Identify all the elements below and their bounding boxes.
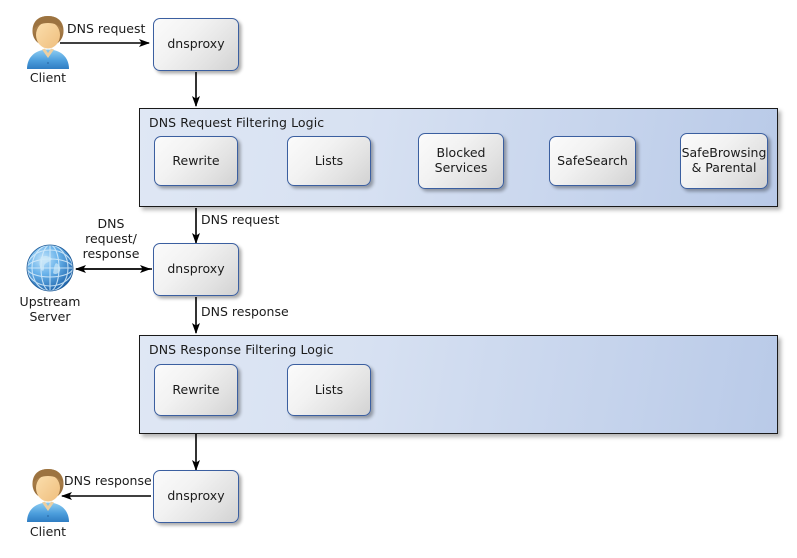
group-response-filtering-title: DNS Response Filtering Logic xyxy=(149,342,334,357)
edge-label-upstream-exchange-line1: DNS xyxy=(97,216,125,231)
node-safesearch[interactable]: SafeSearch xyxy=(549,136,636,186)
client-icon xyxy=(27,16,69,69)
node-rewrite-request[interactable]: Rewrite xyxy=(154,136,238,186)
node-dnsproxy-top-label: dnsproxy xyxy=(167,36,225,52)
node-blocked-services[interactable]: Blocked Services xyxy=(418,133,504,189)
client-top-caption: Client xyxy=(10,70,86,85)
node-dnsproxy-bottom[interactable]: dnsproxy xyxy=(153,470,239,523)
edge-label-dnsproxy-to-client: DNS response xyxy=(64,473,152,489)
node-blocked-services-label-line2: Services xyxy=(434,160,488,175)
node-safebrowsing-label-line1: SafeBrowsing xyxy=(681,145,767,161)
node-lists-request-label: Lists xyxy=(314,152,344,168)
edge-label-upstream-exchange-line2: request/ xyxy=(85,230,137,246)
node-rewrite-request-label: Rewrite xyxy=(172,152,220,168)
edge-label-dnsproxy-to-response-filtering: DNS response xyxy=(201,304,289,320)
client-bottom-caption: Client xyxy=(10,524,86,539)
edge-label-dnsproxy-to-client-text: DNS response xyxy=(64,473,152,488)
edge-label-dnsproxy-to-request-filtering-text: DNS request xyxy=(201,212,280,227)
node-safebrowsing-parental[interactable]: SafeBrowsing & Parental xyxy=(680,133,768,189)
node-blocked-services-label-line1: Blocked xyxy=(436,145,486,161)
node-lists-response[interactable]: Lists xyxy=(287,364,371,416)
node-rewrite-response-label: Rewrite xyxy=(172,381,220,397)
edge-label-client-to-dnsproxy-text: DNS request xyxy=(67,21,146,36)
edge-label-upstream-exchange-line3: response xyxy=(82,245,140,261)
edge-label-client-to-dnsproxy: DNS request xyxy=(67,21,146,37)
node-safesearch-label: SafeSearch xyxy=(557,152,628,168)
node-lists-response-label: Lists xyxy=(314,381,344,397)
node-dnsproxy-middle-label: dnsproxy xyxy=(167,261,225,277)
group-request-filtering-title: DNS Request Filtering Logic xyxy=(149,115,325,130)
edge-label-dnsproxy-to-response-filtering-text: DNS response xyxy=(201,304,289,319)
upstream-caption-line1: Upstream xyxy=(19,294,81,309)
node-lists-request[interactable]: Lists xyxy=(287,136,371,186)
node-dnsproxy-bottom-label: dnsproxy xyxy=(167,488,225,504)
edge-label-upstream-exchange: DNS request/ response xyxy=(72,216,150,261)
upstream-caption-line2: Server xyxy=(29,309,71,324)
edge-label-dnsproxy-to-request-filtering: DNS request xyxy=(201,212,280,228)
node-safebrowsing-label-line2: & Parental xyxy=(691,160,757,175)
group-response-filtering: DNS Response Filtering Logic xyxy=(139,335,778,434)
client-top-caption-text: Client xyxy=(29,70,67,85)
client-bottom-caption-text: Client xyxy=(29,524,67,539)
node-dnsproxy-top[interactable]: dnsproxy xyxy=(153,18,239,71)
client-icon xyxy=(27,469,69,522)
upstream-server-caption: Upstream Server xyxy=(8,294,92,324)
node-rewrite-response[interactable]: Rewrite xyxy=(154,364,238,416)
node-dnsproxy-middle[interactable]: dnsproxy xyxy=(153,243,239,296)
globe-icon xyxy=(26,244,74,292)
